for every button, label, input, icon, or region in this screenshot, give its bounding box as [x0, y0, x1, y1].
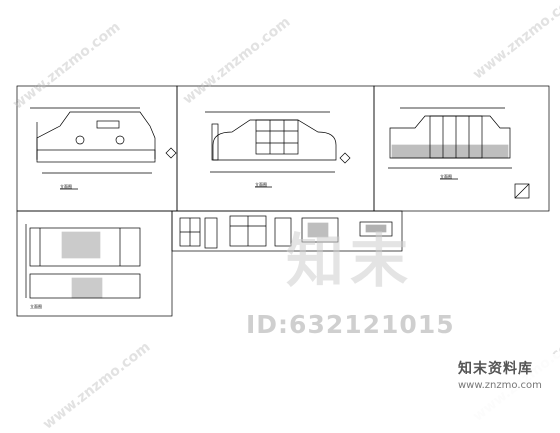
logo-url: www.znzmo.com	[458, 380, 542, 391]
elevation-4: 立面图	[25, 224, 141, 309]
svg-text:立面图: 立面图	[255, 181, 267, 187]
detail-1	[179, 217, 201, 247]
watermark-id: ID:632121015	[246, 310, 455, 339]
elevation-1: 立面图	[30, 107, 177, 190]
cad-drawing-canvas: 立面图 立面图 立面图	[16, 85, 550, 317]
logo-title: 知末资料库	[458, 361, 533, 377]
elevation-3: 立面图	[388, 107, 530, 199]
site-logo-badge: 知末资料库 www.znzmo.com	[454, 354, 560, 420]
elevation-2: 立面图	[205, 111, 351, 188]
watermark-brand: 知末	[286, 227, 415, 295]
sheet-borders	[16, 85, 550, 317]
svg-text:立面图: 立面图	[440, 173, 452, 179]
detail-6	[359, 221, 393, 237]
detail-5	[301, 217, 339, 243]
detail-4	[274, 217, 292, 247]
svg-text:立面图: 立面图	[30, 303, 42, 309]
detail-3	[229, 215, 267, 247]
svg-text:立面图: 立面图	[60, 183, 72, 189]
detail-2	[204, 217, 218, 249]
